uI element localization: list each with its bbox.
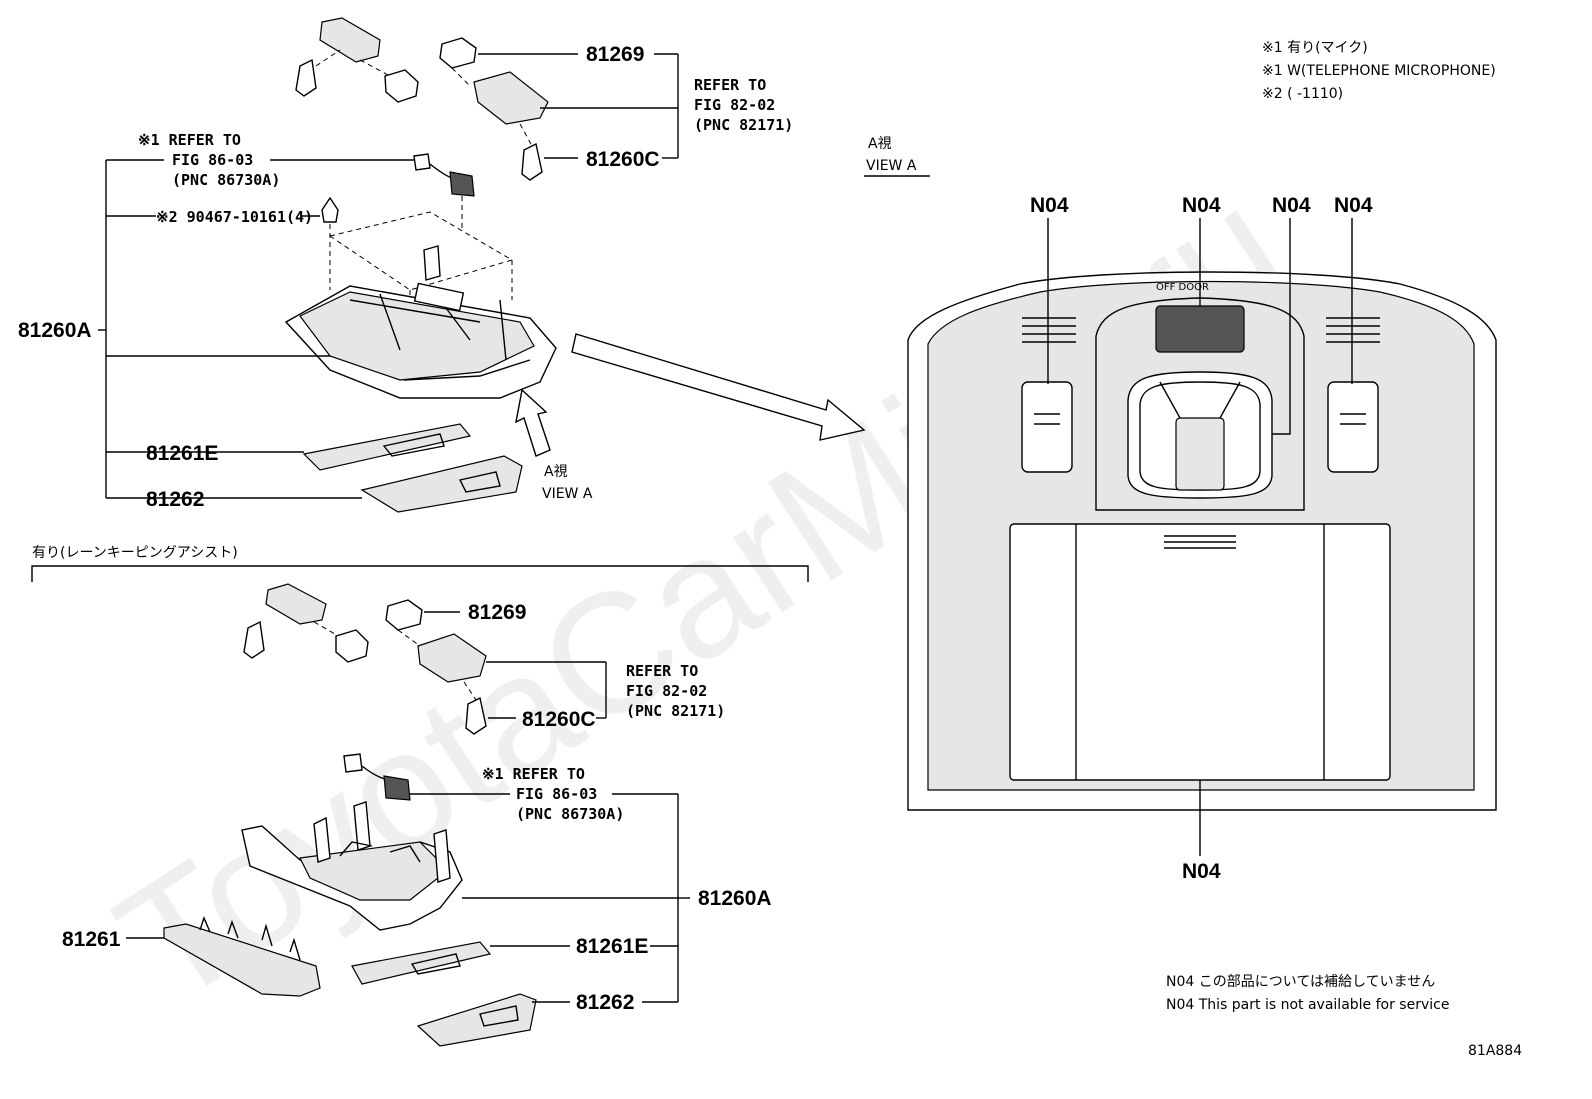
header-note-1: ※1 有り(マイク): [1262, 40, 1368, 56]
footer-note-jp: N04 この部品については補給していません: [1166, 974, 1435, 990]
part-81261-lower: [163, 916, 321, 997]
center-dome-lamp: [1127, 371, 1273, 499]
part-81262-upper: 81262: [106, 455, 523, 513]
view-a-up-arrow: [515, 388, 551, 457]
part-81261E-upper: 81261E: [106, 423, 472, 471]
part-81260C-lower: 81260C: [463, 681, 606, 735]
lower-group-heading: 有り(レーンキーピングアシスト): [32, 545, 238, 561]
label-81269-upper: 81269: [586, 43, 644, 66]
view-a-label-n04-bottom: N04: [1182, 860, 1221, 883]
lower-switch-unit: [397, 629, 606, 683]
view-a-title-en: VIEW A: [866, 158, 917, 174]
refer-86-lower-line3: (PNC 86730A): [516, 805, 624, 823]
label-81260C-lower: 81260C: [522, 708, 596, 731]
refer-82-lower-line3: (PNC 82171): [626, 702, 725, 720]
label-81261E-upper: 81261E: [146, 442, 218, 465]
view-a-label-n04-2: N04: [1182, 194, 1221, 217]
right-vent: [1326, 317, 1380, 343]
view-a-label-n04-3: N04: [1272, 194, 1311, 217]
refer-82-upper-line2: FIG 82-02: [694, 96, 775, 114]
header-notes: ※1 有り(マイク) ※1 W(TELEPHONE MICROPHONE) ※2…: [1262, 40, 1496, 102]
upper-switch-unit: [451, 67, 678, 125]
refer-86-lower-line1: ※1 REFER TO: [482, 765, 585, 783]
refer-82-lower-line1: REFER TO: [626, 662, 698, 680]
refer-86-upper-line3: (PNC 86730A): [172, 171, 280, 189]
part-81269-upper: 81269: [439, 37, 678, 69]
refer-82-upper-line1: REFER TO: [694, 76, 766, 94]
room-lamp-switch: [1155, 305, 1245, 353]
upper-microphone-connector: [413, 153, 475, 230]
upper-clip: ※2 90467-10161(4): [106, 196, 339, 290]
footer-note-en: N04 This part is not available for servi…: [1166, 997, 1449, 1013]
right-map-lamp: [1327, 381, 1379, 473]
lower-group: 有り(レーンキーピングアシスト) 81269 81260C: [31, 545, 809, 1047]
part-81261E-lower: [351, 941, 492, 985]
lower-lamp-holder: [243, 583, 369, 663]
clip-part-number: ※2 90467-10161(4): [156, 208, 313, 226]
label-81262-upper: 81262: [146, 488, 204, 511]
view-a-arrow-jp: A視: [544, 464, 568, 480]
label-81260C-upper: 81260C: [586, 148, 660, 171]
part-81262-lower: [416, 993, 537, 1047]
label-81262-lower: 81262: [576, 991, 634, 1014]
switch-text: OFF DOOR: [1156, 282, 1209, 293]
sunglass-holder-lid: [1009, 523, 1391, 781]
view-a-label-n04-4: N04: [1334, 194, 1373, 217]
center-panel: [1095, 297, 1305, 511]
view-a-arrow-en: VIEW A: [542, 486, 593, 502]
label-81260A-upper: 81260A: [18, 319, 92, 342]
refer-86-lower-line2: FIG 86-03: [516, 785, 597, 803]
header-note-3: ※2 ( -1110): [1262, 86, 1343, 102]
label-81261E-lower: 81261E: [576, 935, 648, 958]
header-note-2: ※1 W(TELEPHONE MICROPHONE): [1262, 63, 1496, 79]
upper-group: 81269 81260C REFER TO FIG 82-02 (PNC 821…: [18, 17, 866, 513]
label-81260A-lower: 81260A: [698, 887, 772, 910]
view-a-label-n04-1: N04: [1030, 194, 1069, 217]
part-81260A-upper: [284, 282, 557, 399]
refer-86-upper-line2: FIG 86-03: [172, 151, 253, 169]
figure-code: 81A884: [1468, 1043, 1522, 1059]
refer-86-upper-line1: ※1 REFER TO: [138, 131, 241, 149]
label-81261-lower: 81261: [62, 928, 121, 951]
part-81260C-upper: 81260C: [519, 123, 678, 181]
view-a-title-jp: A視: [868, 136, 892, 152]
big-arrow-to-view-a: [571, 333, 866, 441]
footer-notes: N04 この部品については補給していません N04 This part is n…: [1166, 974, 1522, 1059]
refer-82-upper-line3: (PNC 82171): [694, 116, 793, 134]
upper-lamp-holder: [295, 17, 419, 103]
left-vent: [1022, 317, 1076, 343]
refer-82-lower-line2: FIG 82-02: [626, 682, 707, 700]
view-a-panel: A視 VIEW A: [864, 136, 1497, 883]
part-81269-lower: 81269: [385, 599, 526, 631]
left-map-lamp: [1021, 381, 1073, 473]
lower-microphone-connector: [343, 753, 411, 801]
part-81260A-lower: [241, 801, 463, 931]
label-81269-lower: 81269: [468, 601, 526, 624]
